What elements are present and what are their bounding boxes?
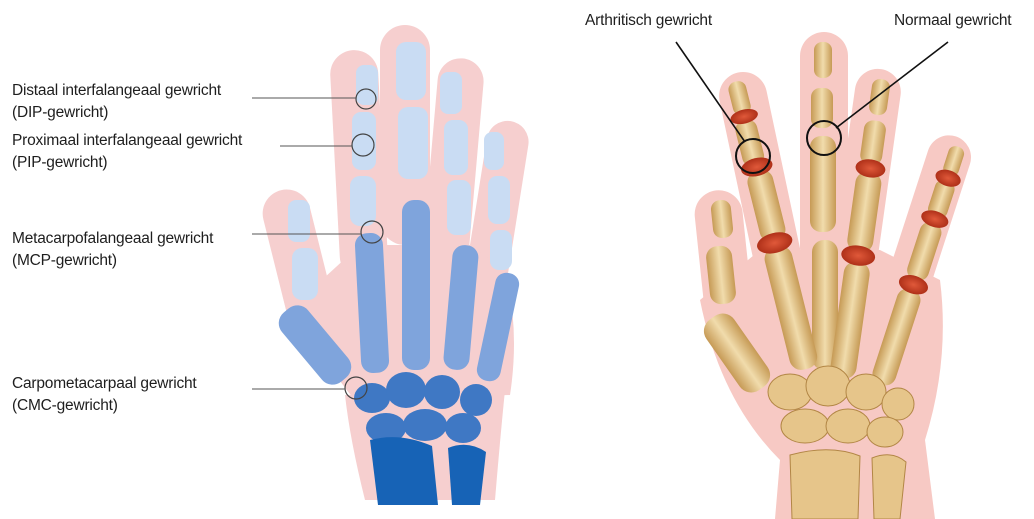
realistic-hand bbox=[676, 32, 977, 519]
arthritic-joint-label: Arthritisch gewricht bbox=[585, 10, 712, 32]
pip-label: Proximaal interfalangeaal gewricht (PIP-… bbox=[12, 130, 242, 174]
pip-label-line1: Proximaal interfalangeaal gewricht bbox=[12, 130, 242, 152]
dip-label-line1: Distaal interfalangeaal gewricht bbox=[12, 80, 221, 102]
dip-label-line2: (DIP-gewricht) bbox=[12, 102, 221, 124]
cmc-label: Carpometacarpaal gewricht (CMC-gewricht) bbox=[12, 373, 197, 417]
mcp-label: Metacarpofalangeaal gewricht (MCP-gewric… bbox=[12, 228, 213, 272]
normal-joint-label: Normaal gewricht bbox=[894, 10, 1011, 32]
mcp-label-line2: (MCP-gewricht) bbox=[12, 250, 213, 272]
cmc-label-line2: (CMC-gewricht) bbox=[12, 395, 197, 417]
pip-label-line2: (PIP-gewricht) bbox=[12, 152, 242, 174]
dip-label: Distaal interfalangeaal gewricht (DIP-ge… bbox=[12, 80, 221, 124]
cmc-label-line1: Carpometacarpaal gewricht bbox=[12, 373, 197, 395]
schematic-forearm bbox=[370, 437, 486, 505]
schematic-hand bbox=[252, 25, 532, 505]
mcp-label-line1: Metacarpofalangeaal gewricht bbox=[12, 228, 213, 250]
